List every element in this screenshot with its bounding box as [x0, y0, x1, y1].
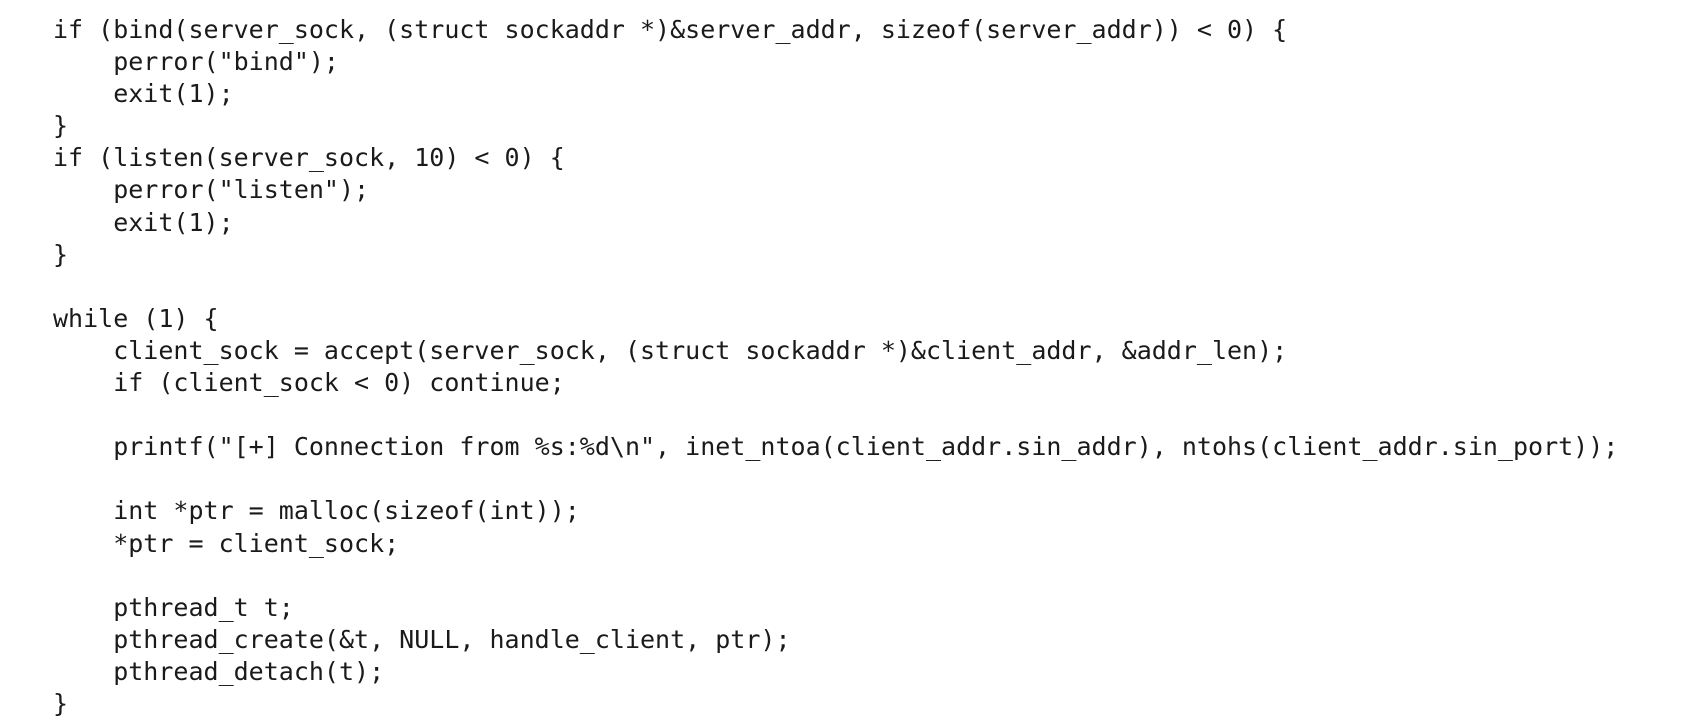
code-line: perror("listen"); [53, 175, 370, 205]
code-line: while (1) { [53, 303, 219, 333]
code-line [53, 463, 1618, 495]
code-line: perror("bind"); [53, 47, 339, 77]
code-line: } [53, 688, 69, 718]
code-line: if (client_sock < 0) continue; [53, 368, 565, 398]
code-line: if (listen(server_sock, 10) < 0) { [53, 143, 565, 173]
code-line: } [53, 111, 69, 141]
code-line: *ptr = client_sock; [53, 528, 400, 558]
code-line: if (bind(server_sock, (struct sockaddr *… [53, 15, 1288, 44]
code-line [53, 399, 1618, 431]
code-line: } [53, 239, 69, 269]
code-line: client_sock = accept(server_sock, (struc… [53, 335, 1288, 365]
code-line [53, 271, 1618, 303]
code-block: if (bind(server_sock, (struct sockaddr *… [53, 14, 1618, 720]
code-line [53, 560, 1618, 592]
code-line: pthread_create(&t, NULL, handle_client, … [53, 624, 791, 654]
code-line: exit(1); [53, 207, 234, 237]
code-line: printf("[+] Connection from %s:%d\n", in… [53, 432, 1619, 462]
code-line: int *ptr = malloc(sizeof(int)); [53, 496, 580, 526]
code-line: pthread_detach(t); [53, 656, 385, 686]
code-line: pthread_t t; [53, 592, 294, 622]
code-line: exit(1); [53, 79, 234, 109]
